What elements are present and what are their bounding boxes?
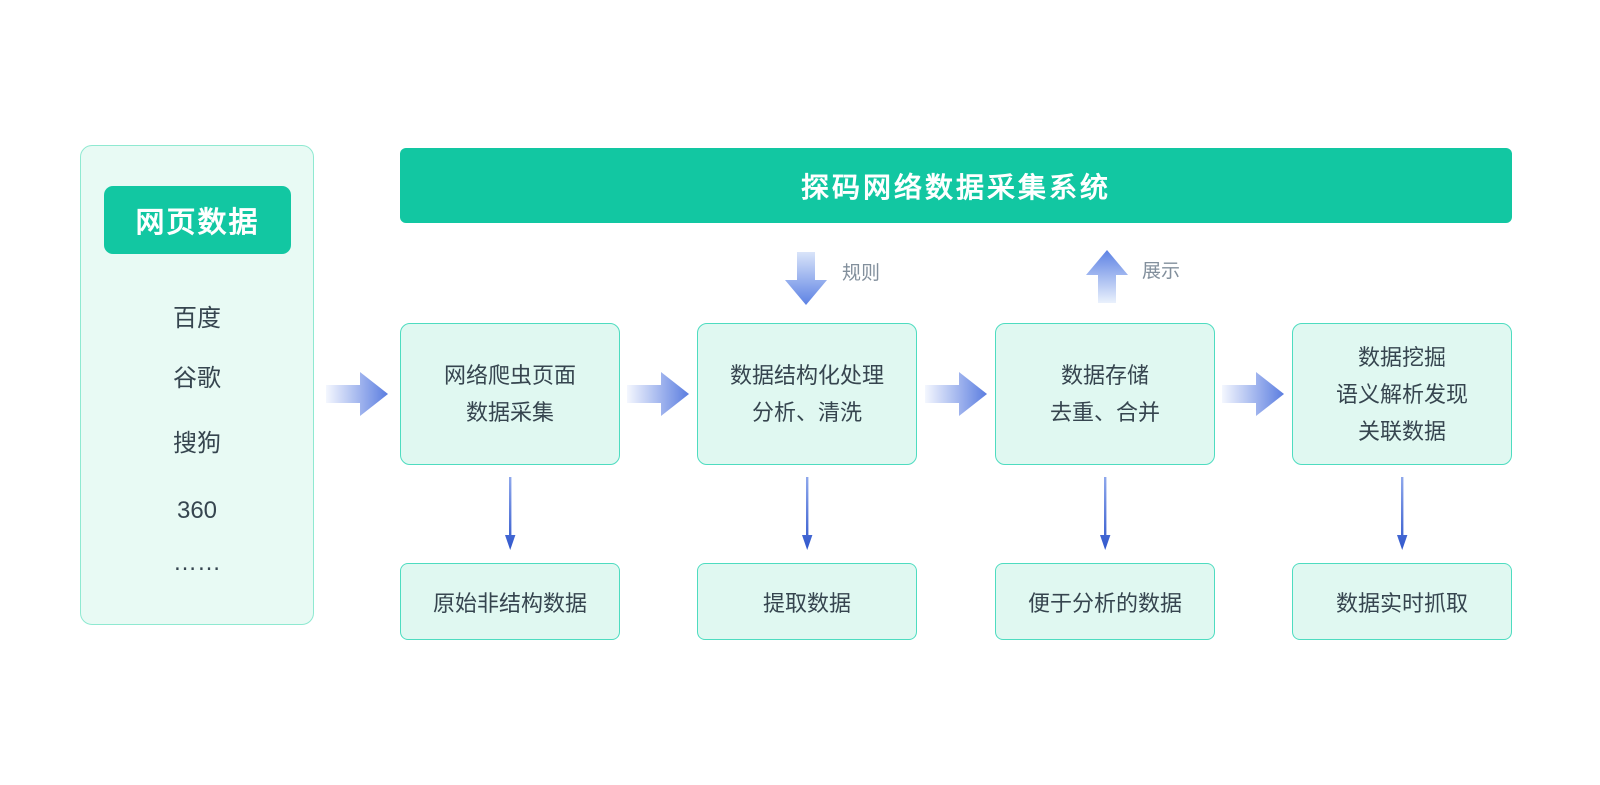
- stage-box-structure: 数据结构化处理 分析、清洗: [697, 323, 917, 465]
- system-banner: 探码网络数据采集系统: [400, 148, 1512, 223]
- flow-right-arrow-icon: [326, 372, 388, 416]
- source-item-ellipsis: ……: [173, 549, 221, 576]
- output-box-label: 原始非结构数据: [432, 590, 587, 616]
- output-box-analyzable-data: 便于分析的数据: [995, 563, 1215, 640]
- source-item-google: 谷歌: [173, 365, 221, 392]
- stage-box-line: 网络爬虫页面: [443, 363, 576, 388]
- stage-box-line: 数据存储: [1060, 363, 1149, 388]
- output-down-arrow-icon: [505, 477, 516, 550]
- output-down-arrow-icon: [802, 477, 813, 550]
- stage-box-crawl: 网络爬虫页面 数据采集: [400, 323, 620, 465]
- rule-down-arrow-icon: [785, 252, 827, 305]
- output-down-arrow-icon: [1397, 477, 1408, 550]
- system-banner-title: 探码网络数据采集系统: [800, 171, 1111, 203]
- source-item-360: 360: [176, 497, 218, 524]
- output-box-label: 数据实时抓取: [1335, 590, 1468, 616]
- stage-box-line: 数据挖掘: [1357, 344, 1446, 370]
- output-box-label: 便于分析的数据: [1027, 590, 1182, 616]
- stage-box-line: 数据采集: [465, 400, 554, 425]
- source-item-baidu: 百度: [173, 305, 221, 332]
- stage-box-storage: 数据存储 去重、合并: [995, 323, 1215, 465]
- output-box-extracted-data: 提取数据: [697, 563, 917, 640]
- stage-box-line: 语义解析发现: [1335, 381, 1468, 407]
- stage-box-line: 关联数据: [1357, 418, 1446, 444]
- output-box-realtime-capture: 数据实时抓取: [1292, 563, 1512, 640]
- display-arrow-label: 展示: [1142, 261, 1181, 282]
- stage-box-line: 去重、合并: [1049, 400, 1160, 425]
- web-data-panel: 网页数据 百度 谷歌 搜狗 360 ……: [80, 145, 314, 625]
- web-data-panel-title: 网页数据: [135, 207, 260, 239]
- output-box-label: 提取数据: [762, 590, 851, 616]
- stage-box-line: 分析、清洗: [751, 400, 862, 425]
- flow-right-arrow-icon: [1222, 372, 1284, 416]
- display-up-arrow-icon: [1086, 250, 1128, 303]
- flow-right-arrow-icon: [925, 372, 987, 416]
- rule-arrow-label: 规则: [842, 263, 881, 284]
- output-box-raw-data: 原始非结构数据: [400, 563, 620, 640]
- web-data-panel-header: 网页数据: [104, 186, 291, 254]
- output-down-arrow-icon: [1100, 477, 1111, 550]
- stage-box-line: 数据结构化处理: [729, 363, 884, 388]
- stage-box-mining: 数据挖掘 语义解析发现 关联数据: [1292, 323, 1512, 465]
- source-item-sogou: 搜狗: [173, 430, 221, 457]
- flow-right-arrow-icon: [627, 372, 689, 416]
